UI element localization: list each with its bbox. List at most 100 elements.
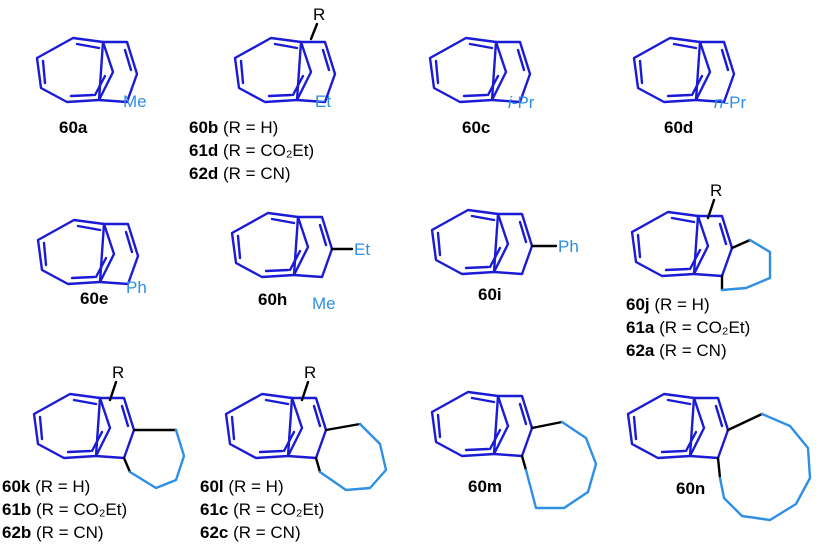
- double-bond: [318, 223, 328, 247]
- double-bond: [94, 256, 108, 279]
- double-bond: [69, 93, 95, 98]
- seven-membered-ring: [630, 210, 710, 278]
- compound-60d: n-Pr 60d: [632, 36, 746, 137]
- double-bond: [42, 241, 48, 267]
- double-bond: [239, 59, 245, 85]
- double-bond: [470, 396, 496, 404]
- double-bond: [638, 59, 644, 85]
- azulene-core: [430, 208, 534, 276]
- double-bond: [273, 42, 299, 50]
- seven-membered-ring: [626, 392, 706, 460]
- compound-60b: R Et 60b (R = H) 61d (R = CO₂Et) 62d (R …: [189, 5, 337, 183]
- double-bond: [714, 404, 724, 428]
- compound-label: 60j (R = H): [626, 295, 710, 314]
- compound-label: 60b (R = H): [189, 118, 278, 137]
- double-bond: [93, 74, 107, 97]
- azulene-core: [632, 36, 736, 104]
- five-membered-ring: [694, 40, 736, 104]
- double-bond: [684, 430, 698, 453]
- double-bond: [636, 233, 642, 259]
- substituent-me: Me: [312, 294, 336, 313]
- compound-label: 60m: [468, 477, 502, 496]
- double-bond: [282, 430, 296, 453]
- five-membered-ring: [97, 40, 139, 104]
- r-bond: [300, 380, 310, 402]
- double-bond: [258, 449, 284, 454]
- azulene-core: [626, 392, 730, 460]
- double-bond: [718, 222, 728, 246]
- double-bond: [288, 249, 302, 272]
- double-bond: [688, 248, 702, 271]
- five-membered-ring: [292, 215, 334, 279]
- r-group: R: [112, 363, 124, 382]
- double-bond: [436, 231, 442, 257]
- double-bond: [70, 275, 96, 280]
- seven-membered-ring: [35, 36, 115, 104]
- five-membered-ring: [492, 212, 534, 276]
- azulene-core: [233, 36, 337, 104]
- seven-membered-ring: [632, 36, 712, 104]
- double-bond: [666, 398, 692, 406]
- double-bond: [670, 216, 696, 224]
- compound-60m: 60m: [430, 390, 598, 510]
- fused-ring: [716, 412, 812, 522]
- seven-membered-ring: [230, 211, 310, 279]
- fused-ring: [720, 238, 772, 292]
- compound-label: 60c: [462, 118, 490, 137]
- compound-label: 62c (R = CN): [200, 523, 301, 542]
- azulene-core: [224, 392, 328, 460]
- azulene-core: [630, 210, 734, 278]
- double-bond: [120, 404, 130, 428]
- double-bond: [666, 93, 692, 98]
- double-bond: [464, 265, 490, 270]
- substituent-npr: n-Pr: [714, 93, 746, 112]
- compound-60c: i-Pr 60c: [428, 36, 535, 137]
- r-bond: [108, 380, 118, 402]
- double-bond: [436, 413, 442, 439]
- compound-label: 60h: [258, 290, 287, 309]
- azulene-core: [32, 392, 136, 460]
- seven-membered-ring: [428, 36, 508, 104]
- double-bond: [488, 246, 502, 269]
- double-bond: [124, 230, 134, 254]
- compound-label: 60i: [478, 285, 502, 304]
- five-membered-ring: [98, 222, 140, 286]
- double-bond: [38, 415, 44, 441]
- compound-label: 62d (R = CN): [189, 164, 291, 183]
- double-bond: [720, 48, 730, 72]
- compound-label: 61b (R = CO₂Et): [2, 500, 127, 519]
- double-bond: [518, 402, 528, 426]
- double-bond: [632, 415, 638, 441]
- compound-label: 62a (R = CN): [626, 341, 727, 360]
- double-bond: [66, 449, 92, 454]
- double-bond: [462, 93, 488, 98]
- compound-60k: R 60k (R = H) 61b (R = CO₂Et) 62b (R = C…: [2, 363, 186, 542]
- r-group: R: [313, 5, 325, 24]
- compound-label: 60l (R = H): [200, 477, 284, 496]
- double-bond: [41, 59, 47, 85]
- seven-membered-ring: [32, 392, 112, 460]
- double-bond: [230, 415, 236, 441]
- double-bond: [291, 74, 305, 97]
- substituent-ipr: i-Pr: [508, 93, 535, 112]
- azulene-core: [35, 36, 139, 104]
- compound-label: 60d: [664, 118, 693, 137]
- double-bond: [516, 48, 526, 72]
- five-membered-ring: [492, 394, 534, 458]
- double-bond: [664, 267, 690, 272]
- compound-60a: Me 60a: [35, 36, 147, 137]
- double-bond: [468, 42, 494, 50]
- compound-label: 60e: [80, 289, 108, 308]
- five-membered-ring: [286, 396, 328, 460]
- double-bond: [75, 42, 101, 50]
- compound-60e: Ph 60e: [36, 218, 147, 308]
- substituent-ph: Ph: [126, 278, 147, 297]
- fused-ring: [122, 428, 186, 490]
- five-membered-ring: [295, 40, 337, 104]
- substituent-et: Et: [354, 240, 370, 259]
- seven-membered-ring: [224, 392, 304, 460]
- five-membered-ring: [692, 214, 734, 278]
- double-bond: [434, 59, 440, 85]
- r-group: R: [710, 181, 722, 200]
